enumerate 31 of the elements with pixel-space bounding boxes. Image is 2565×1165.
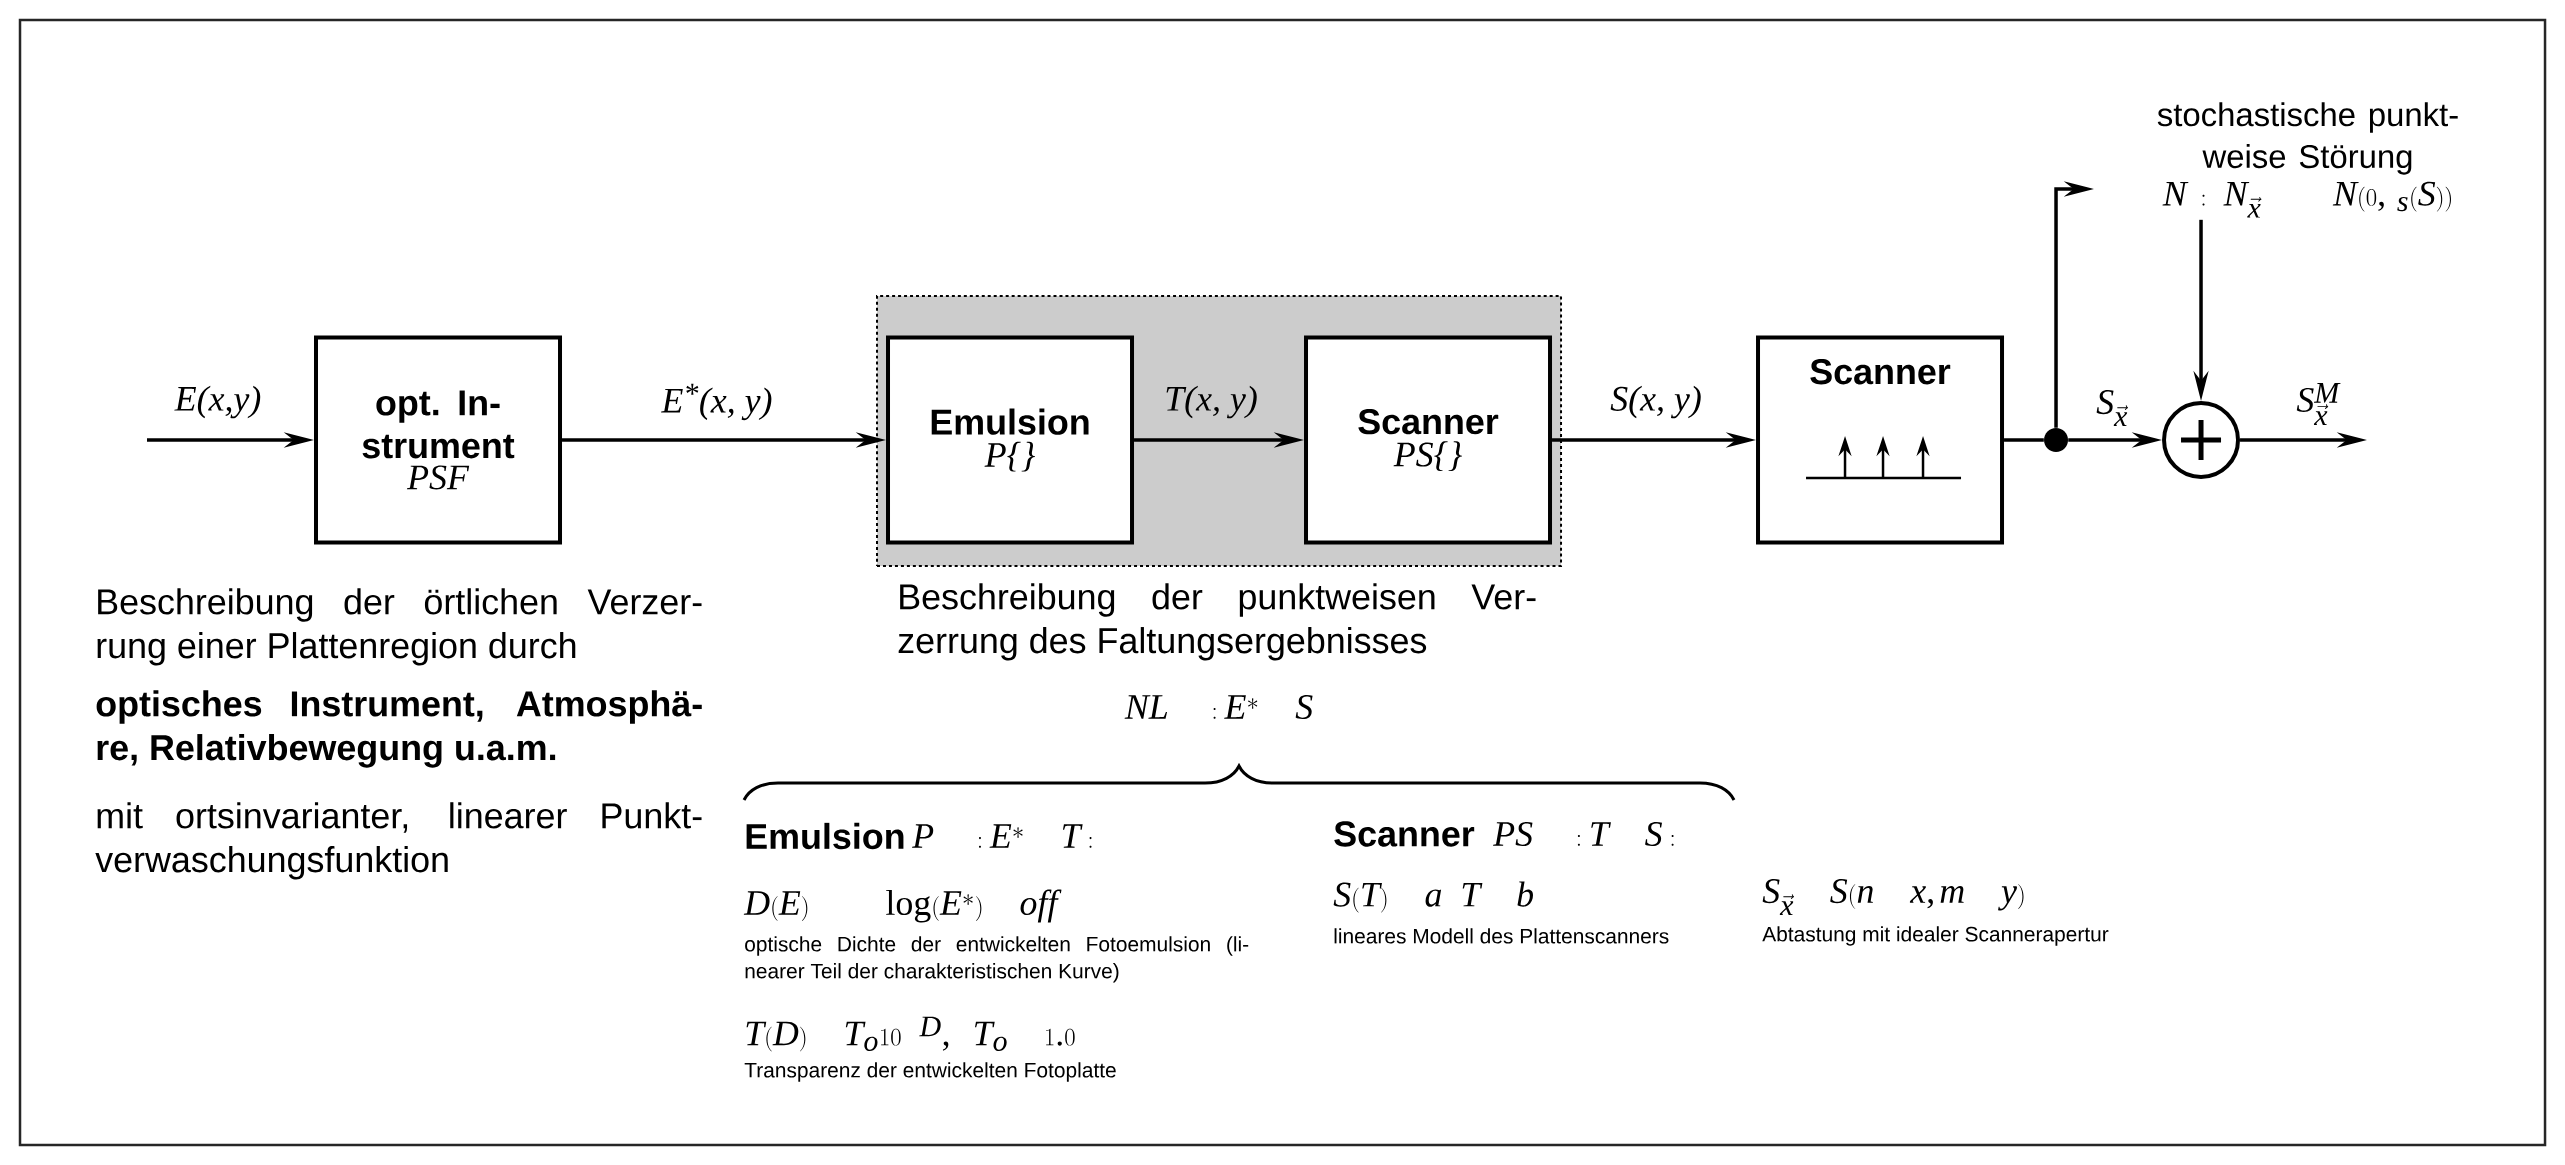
formula: $PS\quad :T\quad S:$ bbox=[1493, 821, 1674, 847]
heading-text: Emulsion bbox=[746, 822, 904, 850]
formula: $D(E)\qquad \log(E^{*})\quad \mathit{off}$ bbox=[743, 889, 1062, 923]
description-text: optisches Instrument, Atmosphä- re, Relativbewegung u.a.m. bbox=[96, 690, 702, 768]
note-text: optische Dichte der entwickelten Fotoemulsion (li- nearer Teil der charakteristischen Kurve) bbox=[745, 936, 1249, 983]
heading-text: Scanner bbox=[1334, 821, 1475, 847]
formula: $NL\quad :E^{*}\quad S$ bbox=[1124, 694, 1313, 720]
edge-label: E$^{*}$(x, y) bbox=[661, 383, 772, 421]
formula: $T(D)\quad T_{o}10^{\ \ D},\ \ T_{o}\quad 1.0$ bbox=[746, 1016, 1075, 1052]
process-box: opt. In- strument PSF bbox=[314, 335, 562, 545]
formula: $S_{\vec{x}}\quad S(n\quad x,m\quad y)$ bbox=[1762, 879, 2024, 915]
edge-label: $S_{\vec{x}}$ bbox=[2096, 390, 2129, 426]
formula: $S(T)\quad a\ \ T\quad b$ bbox=[1333, 881, 1533, 913]
description-text: Beschreibung der örtlichen Verzer- rung einer Plattenregion durch bbox=[97, 588, 702, 666]
edge-label: T(x, y) bbox=[1166, 385, 1257, 419]
caption-text: Beschreibung der punktweisen Ver- zerrung des Faltungsergebnisses bbox=[898, 583, 1536, 661]
note-text: Abtastung mit idealer Scannerapertur bbox=[1762, 926, 2109, 946]
summing-junction bbox=[2162, 401, 2241, 479]
edge-label: E(x,y) bbox=[174, 385, 261, 419]
edge-label: $S^{M}_{\vec{x}}$ bbox=[2296, 383, 2341, 425]
process-box: Scanner PS{} bbox=[1304, 335, 1552, 545]
process-box: Emulsion P{} bbox=[886, 335, 1134, 545]
process-box: Scanner bbox=[1756, 335, 2005, 545]
junction-dot bbox=[2044, 428, 2069, 452]
connector-line bbox=[2004, 438, 2044, 442]
formula: $P\quad :E^{*}\quad T:$ bbox=[912, 824, 1092, 848]
note-text: Transparenz der entwickelten Fotoplatte bbox=[744, 1062, 1116, 1082]
edge-label: S(x, y) bbox=[1610, 385, 1701, 419]
description-text: mit ortsinvarianter, linearer Punkt- verwaschungsfunktion bbox=[95, 802, 702, 880]
noise-label: stochastische punkt- weise Störung $N:\ N_{\vec{x}}\qquad N(0,\ \ _{s}(S))$ bbox=[2157, 102, 2458, 218]
note-text: lineares Modell des Plattenscanners bbox=[1334, 928, 1669, 944]
